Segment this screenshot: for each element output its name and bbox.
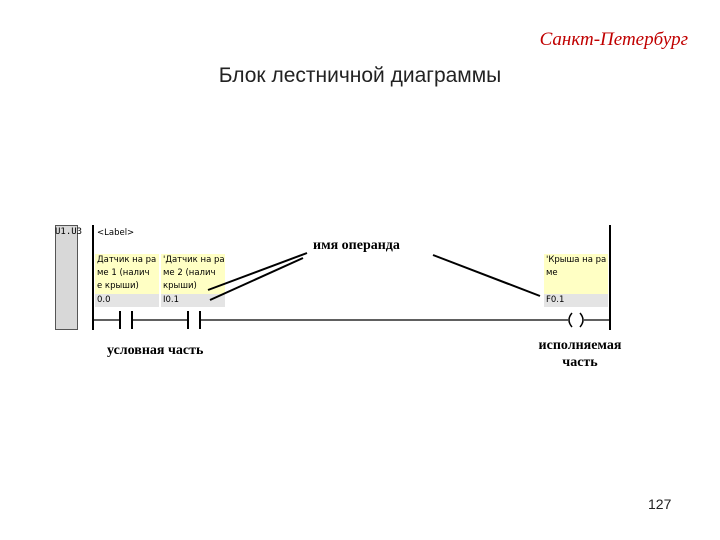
pointer-line-contact2 (209, 257, 304, 301)
label-tag: <Label> (97, 228, 135, 238)
comment-line: ме 1 (налич (97, 268, 150, 278)
comment-line: Датчик на ра (97, 255, 157, 265)
coil-right-arc (579, 312, 584, 328)
contact1-operand[interactable]: 0.0 (95, 294, 159, 307)
comment-line: ме 2 (налич (163, 268, 216, 278)
slide-title: Блок лестничной диаграммы (218, 64, 502, 87)
contact2-operand[interactable]: I0.1 (161, 294, 225, 307)
coil-comment: 'Крыша на ра ме (544, 254, 608, 294)
city-name: Санкт-Петербург (539, 29, 688, 50)
annotation-operand-name: имя операнда (313, 238, 400, 253)
comment-line: 'Датчик на ра (163, 255, 225, 265)
coil-operand[interactable]: F0.1 (544, 294, 608, 307)
comment-line: 'Крыша на ра (546, 255, 607, 265)
rung-id: U1.U3 (55, 227, 83, 237)
annotation-conditional-part: условная часть (107, 343, 204, 358)
annotation-line: исполняемая (538, 338, 622, 353)
comment-line: крыши) (163, 281, 197, 291)
annotation-line: часть (562, 355, 598, 370)
left-power-rail (92, 225, 94, 330)
comment-line: е крыши) (97, 281, 139, 291)
contact1-comment: Датчик на ра ме 1 (налич е крыши) (95, 254, 159, 294)
pointer-line-contact1 (207, 252, 308, 291)
rung-number-box (55, 225, 78, 330)
right-power-rail (609, 225, 611, 330)
annotation-executive-part: исполняемая часть (520, 337, 640, 371)
pointer-line-coil (432, 254, 541, 297)
comment-line: ме (546, 268, 558, 278)
page-number: 127 (648, 496, 672, 512)
coil-left-arc (568, 312, 573, 328)
